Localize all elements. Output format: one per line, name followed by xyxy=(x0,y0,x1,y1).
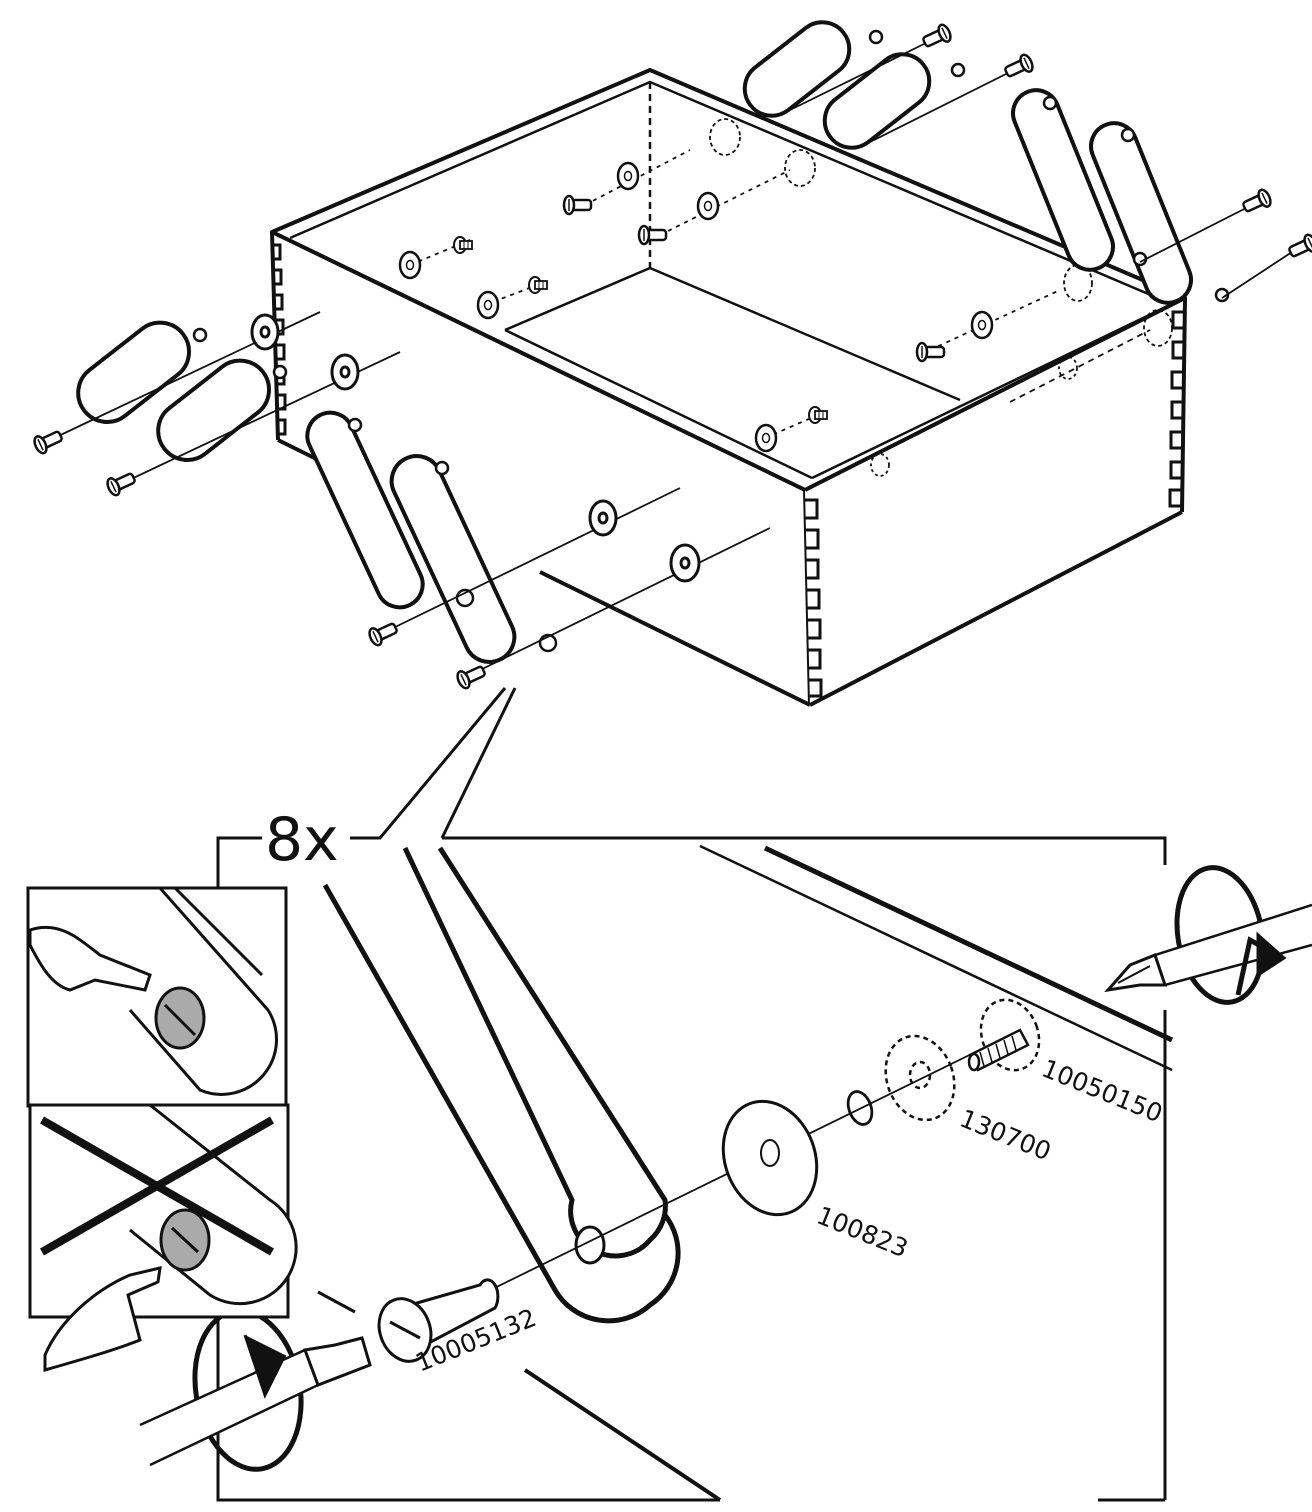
detail-frame xyxy=(216,836,1167,1502)
part-label-spring-washer: 130700 xyxy=(956,1104,1055,1167)
quantity-label: 8x xyxy=(265,805,339,875)
zoom-callout xyxy=(350,687,517,840)
washer-130700 xyxy=(884,1034,956,1122)
finger-joints-front-right xyxy=(805,498,823,698)
detail-handle-bar xyxy=(322,846,681,1324)
inset-incorrect xyxy=(28,1103,298,1372)
part-label-barrel-nut: 10050150 xyxy=(1038,1054,1167,1129)
flat-screwdriver-icon xyxy=(139,1308,372,1472)
washer-100823 xyxy=(721,1099,819,1217)
inset-correct xyxy=(26,886,288,1108)
finger-joints-back-right xyxy=(1168,310,1185,508)
crossed-out-pointing-hand-icon xyxy=(40,1103,298,1372)
spring-washer-ring xyxy=(846,1090,874,1126)
phillips-screwdriver-icon xyxy=(1104,865,1312,1005)
screw-axis-mark xyxy=(317,1290,356,1314)
outer-washers xyxy=(250,313,701,583)
handle-bars xyxy=(76,20,1193,664)
check-pointing-hand-icon xyxy=(28,886,278,1096)
screw-10005132 xyxy=(377,1278,500,1363)
part-label-washer: 100823 xyxy=(813,1201,912,1264)
detail-board-edges xyxy=(523,844,1174,1502)
drawer-box xyxy=(270,68,1187,707)
barrel-nut-10050150 xyxy=(967,998,1041,1072)
